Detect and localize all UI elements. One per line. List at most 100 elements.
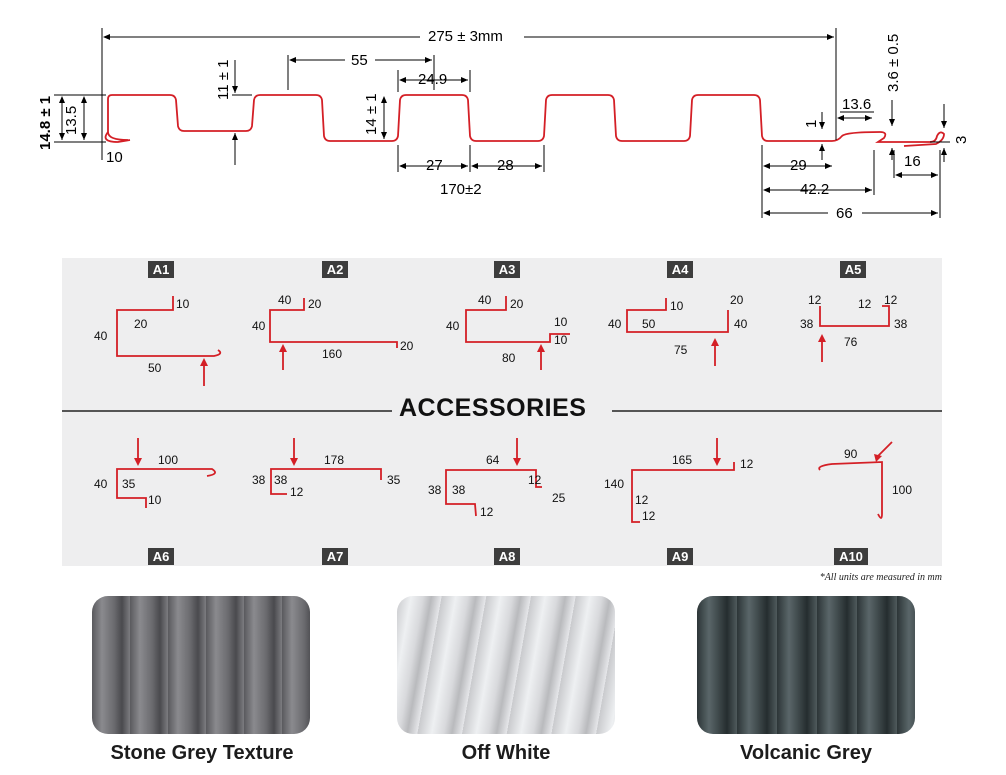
a10-dim: 100 (892, 483, 912, 497)
a9-dim: 12 (635, 493, 649, 507)
swatch-label: Volcanic Grey (740, 742, 872, 764)
a8-dim: 12 (528, 473, 542, 487)
accessories-rule-right (612, 410, 942, 412)
a8-dim: 12 (480, 505, 494, 519)
a1-arrow-icon (200, 358, 208, 366)
a10-arrow-icon (874, 454, 882, 462)
a6-arrow-icon (134, 458, 142, 466)
a4-shape (626, 298, 729, 333)
a2-shape (269, 298, 398, 348)
a6-dim: 40 (94, 477, 108, 491)
swatch-label: Stone Grey Texture (110, 742, 294, 764)
swatch-stone-grey-texture (92, 596, 310, 734)
a4-arrow-icon (711, 338, 719, 346)
a8-dim: 38 (428, 483, 442, 497)
rib-pitch-label: 55 (351, 52, 368, 69)
a8-shape (445, 469, 542, 517)
height-total-label: 14.8 ± 1 (37, 96, 54, 150)
a1-dim: 10 (176, 297, 190, 311)
dim-27-label: 27 (426, 157, 443, 174)
a5-dim: 12 (808, 293, 822, 307)
a10-dim: 90 (844, 447, 858, 461)
swatch-off-white (397, 596, 615, 734)
dim-66-label: 66 (836, 205, 853, 222)
a9-arrow-icon (713, 458, 721, 466)
tag-a8: A8 (494, 548, 520, 565)
units-note: *All units are measured in mm (819, 572, 942, 583)
tag-a2: A2 (322, 261, 348, 278)
a1-dim: 40 (94, 329, 108, 343)
tag-a7: A7 (322, 548, 348, 565)
height-inner-label: 13.5 (63, 106, 80, 135)
dim-28-label: 28 (497, 157, 514, 174)
accessories-drawings: 10 20 40 50 40 20 40 160 20 40 20 40 10 … (94, 293, 912, 523)
a5-dim: 12 (884, 293, 898, 307)
a2-dim: 40 (252, 319, 266, 333)
overall-width-label: 275 ± 3mm (428, 28, 503, 45)
a7-dim: 35 (387, 473, 401, 487)
a8-dim: 64 (486, 453, 500, 467)
a7-dim: 38 (274, 473, 288, 487)
tag-a10: A10 (834, 548, 868, 565)
a10-shape (818, 461, 883, 519)
a3-shape (465, 296, 570, 343)
a4-dim: 40 (734, 317, 748, 331)
a5-dim: 12 (858, 297, 872, 311)
a2-arrow-icon (279, 344, 287, 352)
a4-dim: 50 (642, 317, 656, 331)
rib-top-label: 24.9 (418, 71, 447, 88)
a8-dim: 25 (552, 491, 566, 505)
a3-dim: 40 (478, 293, 492, 307)
tag-a6: A6 (148, 548, 174, 565)
a6-dim: 100 (158, 453, 178, 467)
a1-dim: 20 (134, 317, 148, 331)
a5-dim: 38 (894, 317, 908, 331)
a3-dim: 80 (502, 351, 516, 365)
rib-height-label: 14 ± 1 (363, 93, 380, 135)
lap-3-6-label: 3.6 ± 0.5 (885, 34, 902, 92)
a5-arrow-icon (818, 334, 826, 342)
a6-dim: 10 (148, 493, 162, 507)
roof-sheet-profile-diagram: 275 ± 3mm 55 24.9 27 28 170±2 10 29 42.2… (37, 27, 970, 222)
dim-42-2-label: 42.2 (800, 181, 829, 198)
a2-dim: 20 (308, 297, 322, 311)
lap-13-6-label: 13.6 (842, 96, 871, 113)
a1-dim: 50 (148, 361, 162, 375)
accessories-rule-left (62, 410, 392, 412)
tag-a9: A9 (667, 548, 693, 565)
accessories-title: ACCESSORIES (399, 394, 587, 422)
a3-dim: 20 (510, 297, 524, 311)
tag-a1: A1 (148, 261, 174, 278)
a4-dim: 40 (608, 317, 622, 331)
a9-dim: 12 (740, 457, 754, 471)
tag-a4: A4 (667, 261, 693, 278)
a9-shape (631, 462, 735, 523)
rib-depth-label: 11 ± 1 (215, 60, 232, 100)
a6-dim: 35 (122, 477, 136, 491)
a1-shape (116, 296, 222, 357)
a7-dim: 12 (290, 485, 304, 499)
a7-arrow-icon (290, 458, 298, 466)
dim-29-label: 29 (790, 157, 807, 174)
a6-shape (116, 468, 216, 508)
a2-dim: 160 (322, 347, 342, 361)
a3-dim: 10 (554, 333, 568, 347)
a2-dim: 20 (400, 339, 414, 353)
lap-3-label: 3 (953, 136, 970, 144)
a7-shape (270, 468, 382, 495)
a4-dim: 20 (730, 293, 744, 307)
sheet-profile-line (107, 94, 945, 147)
a3-dim: 40 (446, 319, 460, 333)
pitch-170-label: 170±2 (440, 181, 482, 198)
a8-arrow-icon (513, 458, 521, 466)
a2-dim: 40 (278, 293, 292, 307)
left-edge-curl (104, 131, 131, 143)
swatch-volcanic-grey (697, 596, 915, 734)
tag-a3: A3 (494, 261, 520, 278)
a7-dim: 38 (252, 473, 266, 487)
edge-lip-label: 10 (106, 149, 123, 166)
a4-dim: 10 (670, 299, 684, 313)
a9-dim: 165 (672, 453, 692, 467)
swatch-label: Off White (461, 742, 551, 764)
lap-thickness-label: 1 (803, 120, 820, 128)
